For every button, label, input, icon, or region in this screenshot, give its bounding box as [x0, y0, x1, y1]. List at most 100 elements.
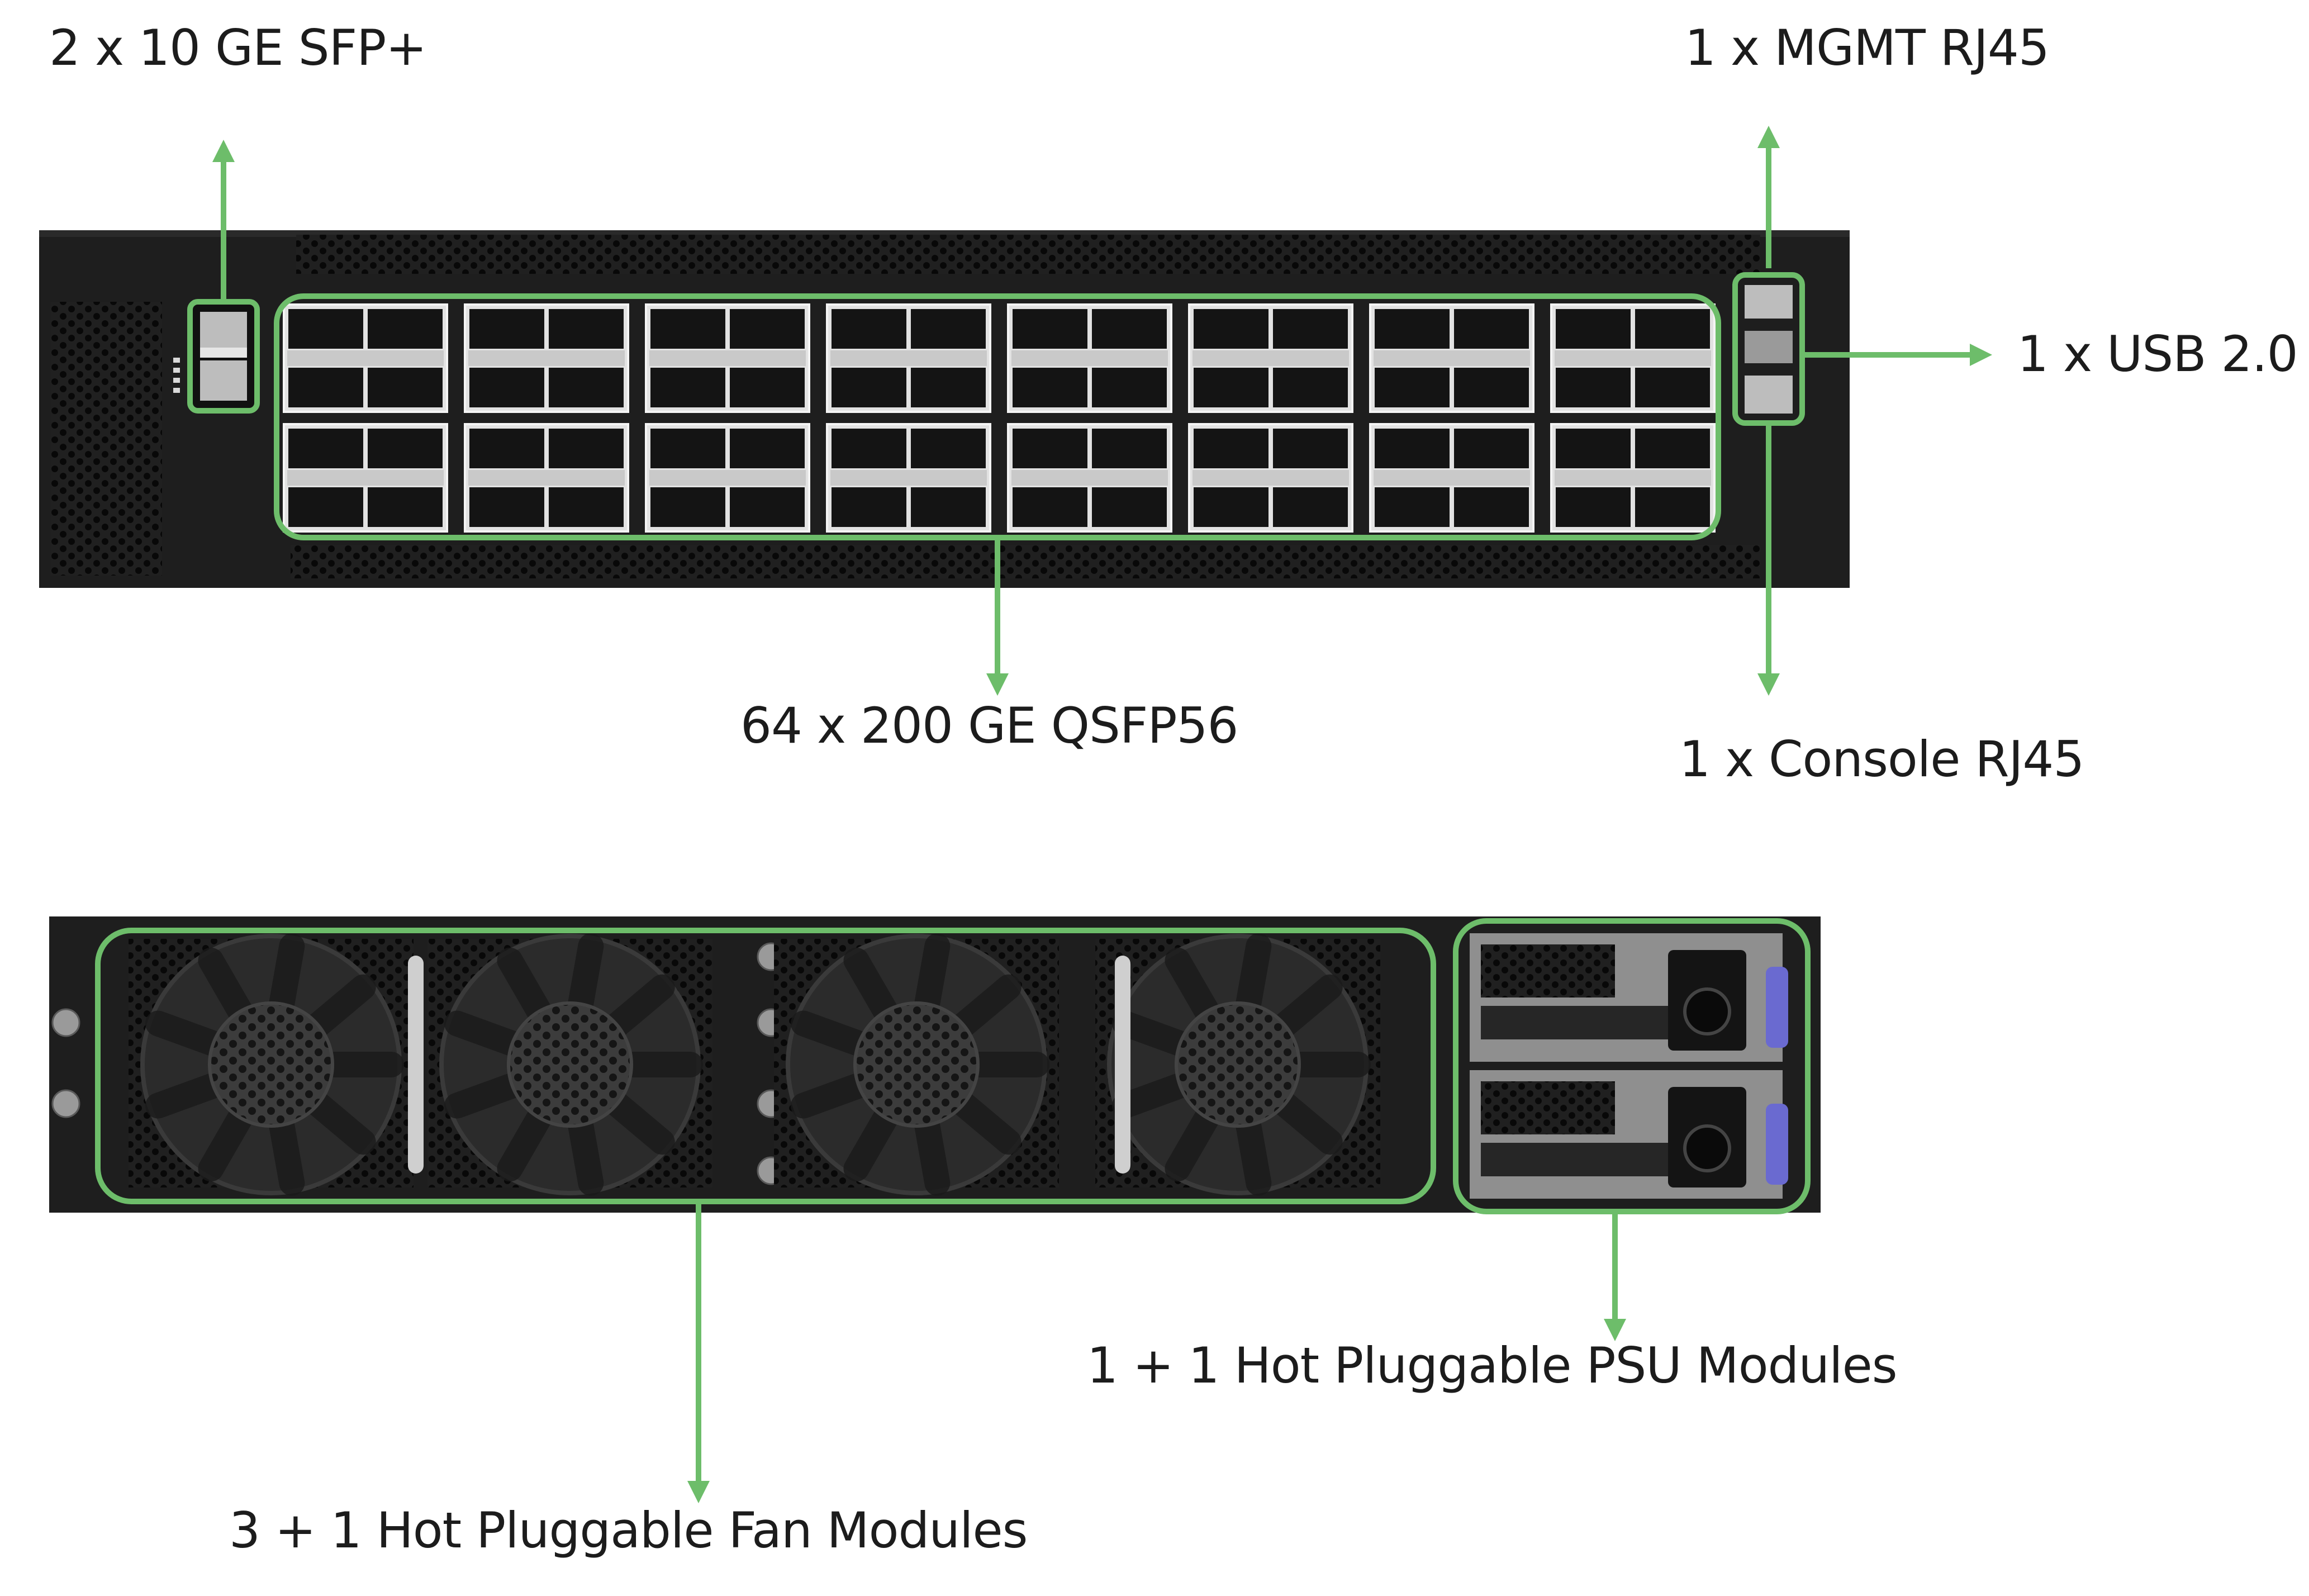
- qsfp-port: [368, 429, 443, 468]
- qsfp-port: [832, 368, 906, 407]
- qsfp-port: [730, 368, 805, 407]
- qsfp-port: [1273, 309, 1348, 349]
- qsfp-port: [549, 368, 624, 407]
- front-panel: [39, 230, 1850, 588]
- bottom-vent: [291, 545, 1760, 578]
- qsfp-port: [368, 368, 443, 407]
- top-vent: [296, 235, 1760, 274]
- qsfp-port: [1556, 487, 1631, 527]
- qsfp-port: [730, 309, 805, 349]
- qsfp-port: [549, 429, 624, 468]
- psu-module: [1470, 1070, 1788, 1199]
- fan-handle: [1115, 956, 1130, 1174]
- qsfp-port: [832, 429, 906, 468]
- qsfp-port: [1194, 429, 1268, 468]
- qsfp-cage: [1007, 303, 1172, 413]
- qsfp-cage: [464, 423, 629, 533]
- qsfp-port: [1375, 309, 1450, 349]
- left-vent: [50, 302, 162, 576]
- qsfp-port: [549, 309, 624, 349]
- qsfp-port: [650, 309, 725, 349]
- qsfp-port: [1375, 487, 1450, 527]
- qsfp-cage: [1188, 423, 1353, 533]
- qsfp-port: [1194, 309, 1268, 349]
- qsfp-port: [911, 487, 986, 527]
- usb-port: [1745, 331, 1793, 363]
- qsfp-cage: [645, 423, 810, 533]
- qsfp-cage: [464, 303, 629, 413]
- qsfp-port: [1194, 368, 1268, 407]
- qsfp-port: [1454, 487, 1529, 527]
- qsfp-label: 64 x 200 GE QSFP56: [740, 697, 1238, 754]
- rear-callouts: [687, 1201, 1626, 1503]
- fan-module: [427, 933, 712, 1196]
- status-leds: [173, 358, 180, 393]
- qsfp-port-block: [283, 303, 1716, 533]
- qsfp-port: [650, 429, 725, 468]
- qsfp-port: [1635, 368, 1710, 407]
- sfp-label: 2 x 10 GE SFP+: [49, 19, 427, 77]
- qsfp-port: [1454, 429, 1529, 468]
- qsfp-port: [288, 429, 363, 468]
- mgmt-label: 1 x MGMT RJ45: [1685, 19, 2050, 77]
- qsfp-port: [1556, 429, 1631, 468]
- qsfp-port: [911, 368, 986, 407]
- qsfp-port: [1635, 309, 1710, 349]
- usb-label: 1 x USB 2.0: [2017, 325, 2298, 383]
- psu-module: [1470, 933, 1788, 1062]
- sfp-ports: [187, 299, 260, 414]
- qsfp-port: [1013, 368, 1087, 407]
- qsfp-port: [650, 487, 725, 527]
- qsfp-port: [1273, 487, 1348, 527]
- qsfp-cage: [1188, 303, 1353, 413]
- qsfp-port: [1092, 368, 1167, 407]
- mgmt-port: [1745, 285, 1793, 319]
- console-label: 1 x Console RJ45: [1679, 730, 2084, 788]
- qsfp-cage: [826, 423, 991, 533]
- qsfp-port: [832, 487, 906, 527]
- qsfp-port: [1375, 429, 1450, 468]
- qsfp-port: [1454, 309, 1529, 349]
- qsfp-cage: [1369, 303, 1534, 413]
- qsfp-port: [1013, 309, 1087, 349]
- qsfp-cage: [645, 303, 810, 413]
- qsfp-port: [911, 309, 986, 349]
- fan-highlight: [95, 928, 1436, 1204]
- fan-module-block: [129, 933, 1380, 1196]
- fan-module: [129, 933, 414, 1196]
- qsfp-port: [368, 487, 443, 527]
- qsfp-port: [469, 309, 544, 349]
- qsfp-port: [650, 368, 725, 407]
- fan-module: [1095, 933, 1380, 1196]
- qsfp-cage: [1007, 423, 1172, 533]
- qsfp-port: [469, 429, 544, 468]
- qsfp-cage: [283, 423, 448, 533]
- qsfp-port: [1635, 487, 1710, 527]
- qsfp-port: [832, 309, 906, 349]
- rear-panel: [49, 916, 1821, 1214]
- qsfp-cage: [283, 303, 448, 413]
- qsfp-port: [911, 429, 986, 468]
- qsfp-port: [1375, 368, 1450, 407]
- console-port: [1745, 376, 1793, 414]
- qsfp-port: [1635, 429, 1710, 468]
- qsfp-port: [1013, 487, 1087, 527]
- qsfp-port: [288, 368, 363, 407]
- psu-label: 1 + 1 Hot Pluggable PSU Modules: [1087, 1337, 1898, 1394]
- qsfp-port: [1556, 368, 1631, 407]
- qsfp-port: [1194, 487, 1268, 527]
- qsfp-port: [549, 487, 624, 527]
- fan-module: [774, 933, 1059, 1196]
- qsfp-port: [1092, 487, 1167, 527]
- qsfp-port: [469, 368, 544, 407]
- psu-block: [1453, 918, 1811, 1214]
- qsfp-port: [1273, 368, 1348, 407]
- qsfp-port: [368, 309, 443, 349]
- qsfp-port: [469, 487, 544, 527]
- qsfp-port: [730, 429, 805, 468]
- qsfp-port: [1092, 429, 1167, 468]
- qsfp-port: [1273, 429, 1348, 468]
- qsfp-port: [1556, 309, 1631, 349]
